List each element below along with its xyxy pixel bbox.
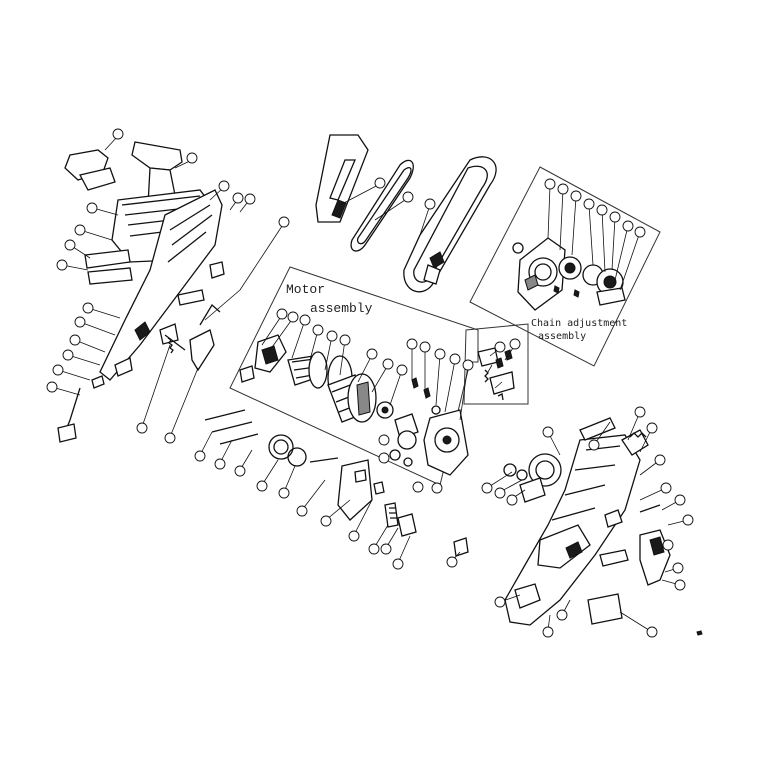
fasteners-and-misc <box>204 409 469 557</box>
right-housing-half <box>503 417 703 636</box>
chain-adjustment-parts <box>512 237 626 311</box>
callout-bubbles <box>46 128 694 638</box>
guide-bar-and-chain <box>315 134 497 293</box>
motor-assembly-label-line2: assembly <box>310 301 373 316</box>
chain-adjustment-label-line2: assembly <box>538 331 587 342</box>
chain-adjustment-label-line1: Chain adjustment <box>531 318 628 329</box>
motor-assembly-label-line1: Motor <box>286 282 326 297</box>
motor-subassembly-inset-box <box>463 323 529 405</box>
left-housing-half <box>57 141 225 443</box>
leader-lines <box>51 135 689 633</box>
chain-adjustment-box <box>469 166 661 367</box>
motor-assembly-parts <box>239 334 469 476</box>
switch-subassembly-parts <box>477 347 515 401</box>
